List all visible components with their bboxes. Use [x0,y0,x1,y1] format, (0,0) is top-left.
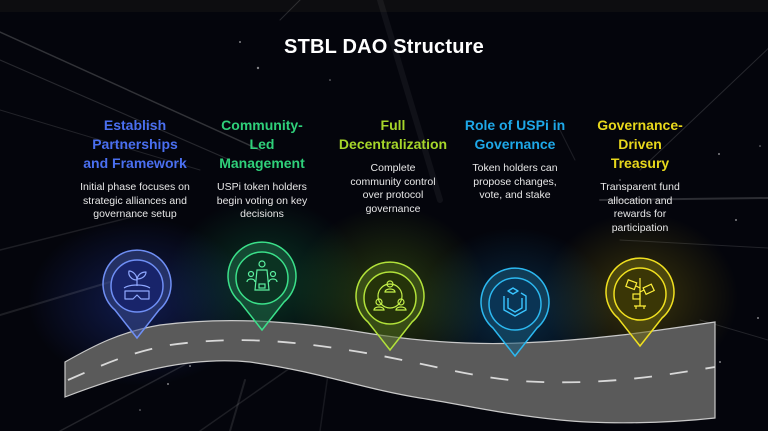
stage-4-text: Role of USPi in Governance Token holders… [450,116,580,203]
stage-1-text: Establish Partnerships and Framework Ini… [70,116,200,222]
uspi-cube-logo-icon [503,287,527,317]
stage-4-pin [480,267,550,358]
stage-description: Token holders can propose changes, vote,… [472,162,558,201]
page-title: STBL DAO Structure [284,36,484,58]
stage-heading: Role of USPi in Governance [464,117,566,152]
network-people-icon [373,280,407,311]
meeting-table-icon [246,260,278,291]
stage-5-text: Governance- Driven Treasury Transparent … [575,116,705,235]
stage-5-pin [605,257,675,348]
stage-description: Transparent fund allocation and rewards … [600,181,680,234]
stage-heading: Establish Partnerships and Framework [83,117,187,171]
stage-heading: Governance- Driven Treasury [597,117,683,171]
stage-description: Complete community control over protocol… [350,162,436,215]
stage-1-pin [102,249,172,340]
stage-description: USPi token holders begin voting on key d… [216,181,308,220]
stage-2-text: Community- Led Management USPi token hol… [197,116,327,222]
stage-description: Initial phase focuses on strategic allia… [80,181,190,220]
top-band [0,0,768,12]
plant-handshake-icon [123,270,151,300]
stage-heading: Full Decentralization [338,117,448,152]
stage-2-pin [227,241,297,332]
stage-3-pin [355,261,425,352]
stage-3-text: Full Decentralization Complete community… [328,116,458,216]
stage-heading: Community- Led Management [219,117,305,171]
money-tree-icon [625,278,656,309]
